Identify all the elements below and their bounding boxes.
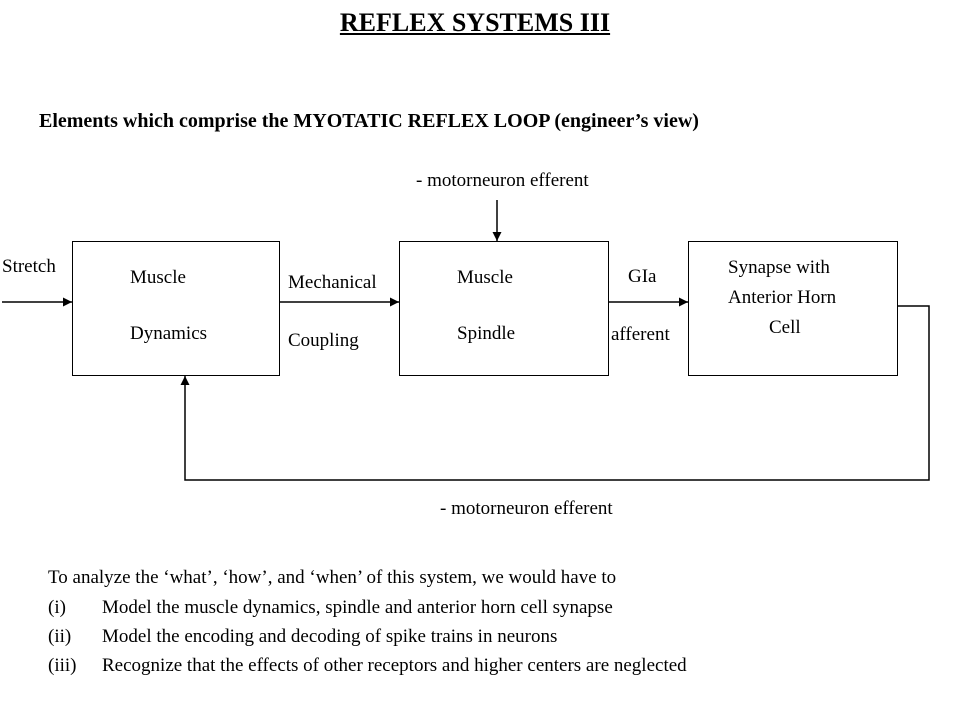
stretch-input-label: Stretch [2,256,56,277]
list-item-text: Model the encoding and decoding of spike… [102,626,558,647]
muscle-spindle-block: Muscle Spindle [399,241,609,376]
coupling-label-line2: Coupling [288,330,359,351]
muscle-dynamics-block: Muscle Dynamics [72,241,280,376]
afferent-label-line1: GIa [628,266,657,287]
muscle-dynamics-label-line1: Muscle [130,267,186,288]
diagram-subtitle: Elements which comprise the MYOTATIC REF… [39,110,699,132]
coupling-label-line1: Mechanical [288,272,377,293]
afferent-label-line2: afferent [611,324,670,345]
analysis-intro: To analyze the ‘what’, ‘how’, and ‘when’… [48,567,617,588]
page-title: REFLEX SYSTEMS III [339,8,611,37]
list-item-number: (iii) [48,655,77,676]
list-item-number: (i) [48,597,66,618]
muscle-spindle-label-line2: Spindle [457,323,516,344]
muscle-spindle-label-line1: Muscle [457,267,513,288]
analysis-list: (i) Model the muscle dynamics, spindle a… [48,597,908,687]
feedback-efferent-label: - motorneuron efferent [440,498,613,519]
synapse-label-line2: Anterior Horn [728,287,837,308]
muscle-dynamics-label-line2: Dynamics [130,323,208,344]
synapse-label-line1: Synapse with [728,257,830,278]
feedback-loop-arrow [180,305,930,481]
synapse-label-line3: Cell [769,317,801,338]
synapse-block: Synapse with Anterior Horn Cell [688,241,898,376]
list-item-text: Recognize that the effects of other rece… [102,655,687,676]
list-item-number: (ii) [48,626,72,647]
top-efferent-label: - motorneuron efferent [416,170,589,191]
list-item-text: Model the muscle dynamics, spindle and a… [102,597,613,618]
